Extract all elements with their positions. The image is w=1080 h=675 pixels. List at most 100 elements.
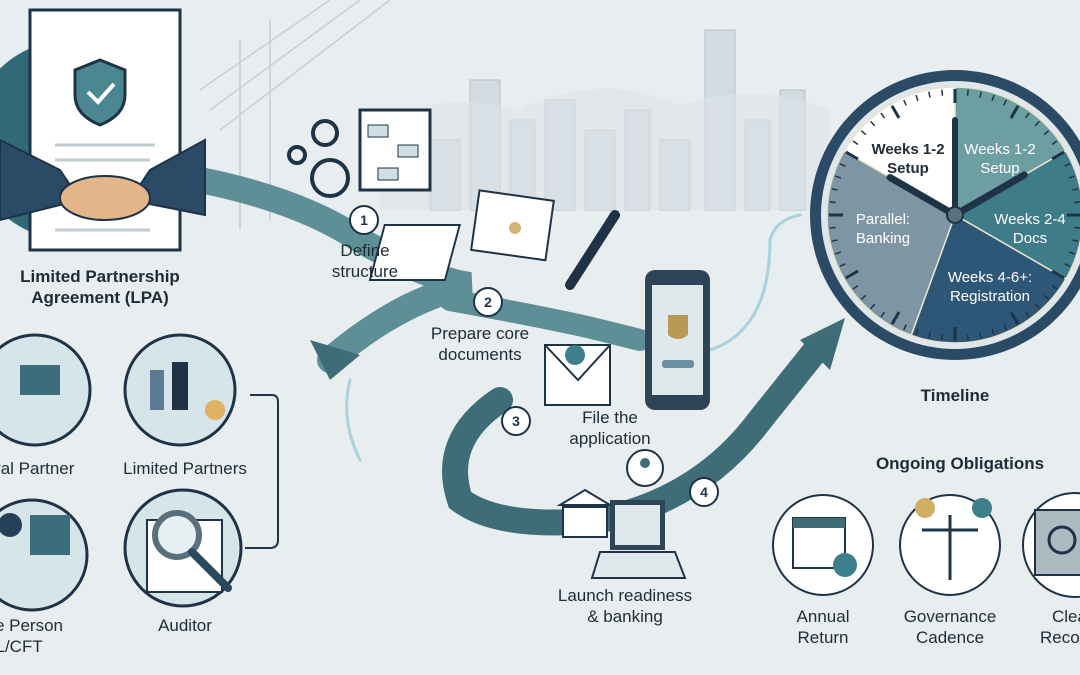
gears-icon — [287, 119, 350, 198]
lpa-label-line2: Agreement (LPA) — [31, 288, 169, 307]
obligation-line2: Cadence — [915, 628, 985, 647]
clock-tick — [979, 91, 982, 98]
lpa-label: Limited Partnership Agreement (LPA) — [0, 266, 200, 308]
envelope-icon — [544, 344, 611, 406]
clock-tick — [1034, 303, 1040, 310]
clock-tick — [1009, 311, 1020, 325]
step-1-line2: structure — [331, 262, 399, 281]
clock-tick — [979, 332, 982, 339]
clock-tick — [831, 239, 838, 242]
segment-banking: Parallel:Banking — [843, 210, 923, 248]
clock-tick — [1051, 269, 1065, 280]
laptop-icon — [590, 500, 687, 579]
clock-segment — [953, 149, 1080, 281]
step-3-line2: application — [569, 429, 651, 448]
clock-tick — [870, 120, 876, 127]
step-1-label: Define structure — [310, 240, 420, 282]
clock-tick — [1072, 188, 1079, 191]
clock-tick — [991, 94, 995, 102]
obligation-line1: Annual — [796, 607, 850, 626]
role-general-partner: eral Partner — [0, 459, 75, 478]
step-2-line2: documents — [438, 345, 522, 364]
clock-tick — [928, 91, 931, 98]
limited-partners-icon — [123, 333, 237, 447]
clock-tick — [903, 324, 907, 331]
clock-tick — [991, 328, 995, 336]
clock-tick — [852, 284, 859, 290]
obligation-line2: Records — [1040, 628, 1080, 647]
segment-line2: Registration — [949, 288, 1031, 305]
step-2-line1: Prepare core — [430, 324, 530, 343]
timeline-clock — [810, 70, 1080, 360]
obligation-line1: Governance — [903, 607, 997, 626]
clock-tick — [1024, 311, 1030, 318]
clock-tick — [870, 303, 876, 310]
clock-tick — [860, 294, 867, 300]
clock-tick — [829, 226, 836, 229]
timeline-title: Timeline — [920, 386, 990, 405]
clock-tick — [928, 332, 931, 339]
segment-line1: Weeks 2-4 — [994, 211, 1066, 228]
clock-tick — [1068, 175, 1076, 179]
general-partner-icon — [0, 333, 92, 447]
clock-tick — [1051, 284, 1058, 290]
clock-tick — [1009, 105, 1020, 119]
clock-tick — [845, 269, 859, 280]
responsible-person-icon — [0, 498, 89, 612]
clock-tick — [941, 89, 944, 96]
segment-line2: Banking — [855, 230, 911, 247]
step-1-badge: 1 — [349, 205, 379, 235]
step-3-badge: 3 — [501, 406, 531, 436]
clock-tick — [915, 328, 919, 336]
clock-tick — [829, 201, 836, 204]
step-3-line1: File the — [582, 408, 638, 427]
role-auditor: Auditor — [158, 616, 212, 635]
clock-tick — [1064, 163, 1071, 167]
clock-tick — [890, 311, 901, 325]
step-2-label: Prepare core documents — [420, 323, 540, 365]
auditor-icon — [123, 488, 243, 608]
clock-segment — [843, 86, 956, 217]
clock-tick — [839, 163, 846, 167]
clock-tick — [1024, 112, 1030, 119]
step-3-label: File the application — [555, 407, 665, 449]
clock-tick — [839, 263, 846, 267]
clock-hand — [886, 174, 959, 219]
segment-line2: Setup — [980, 160, 1020, 177]
clock-tick — [1074, 201, 1080, 204]
clock-tick — [1051, 150, 1065, 161]
roles-connector — [245, 394, 279, 549]
segment-line1: Weeks 1-2 — [964, 141, 1036, 158]
clock-hand — [951, 171, 1028, 219]
clock-tick — [966, 334, 969, 341]
clock-tick — [1003, 324, 1007, 331]
segment-line1: Weeks 4-6+: — [947, 269, 1033, 286]
obligation-clear-records: CleaRecords — [1030, 606, 1080, 648]
flowchart-window-icon — [358, 108, 432, 192]
clock-tick — [966, 89, 969, 96]
clock-tick — [1043, 294, 1050, 300]
step-4-line2: & banking — [587, 607, 663, 626]
step-1-line1: Define — [340, 241, 390, 260]
clock-tick — [890, 105, 901, 119]
calendar-icon — [772, 494, 874, 596]
segment-line2: Docs — [1012, 230, 1048, 247]
clock-tick — [1043, 130, 1050, 136]
document-stack-icon — [368, 189, 555, 281]
clock-tick — [880, 112, 886, 119]
clock-tick — [880, 311, 886, 318]
clock-tick — [1003, 99, 1007, 106]
bridge-lines — [199, 0, 391, 230]
step-2-badge: 2 — [473, 287, 503, 317]
step-4-badge: 4 — [689, 477, 719, 507]
vault-icon — [1022, 492, 1080, 598]
clock-tick — [1074, 226, 1080, 229]
user-icon — [626, 449, 664, 487]
clock-segment — [910, 213, 1067, 344]
role-responsible-person-line2: AML/CFT — [0, 637, 43, 656]
role-limited-partners: Limited Partners — [123, 459, 247, 478]
clock-tick — [1064, 263, 1071, 267]
clock-tick — [834, 175, 842, 179]
